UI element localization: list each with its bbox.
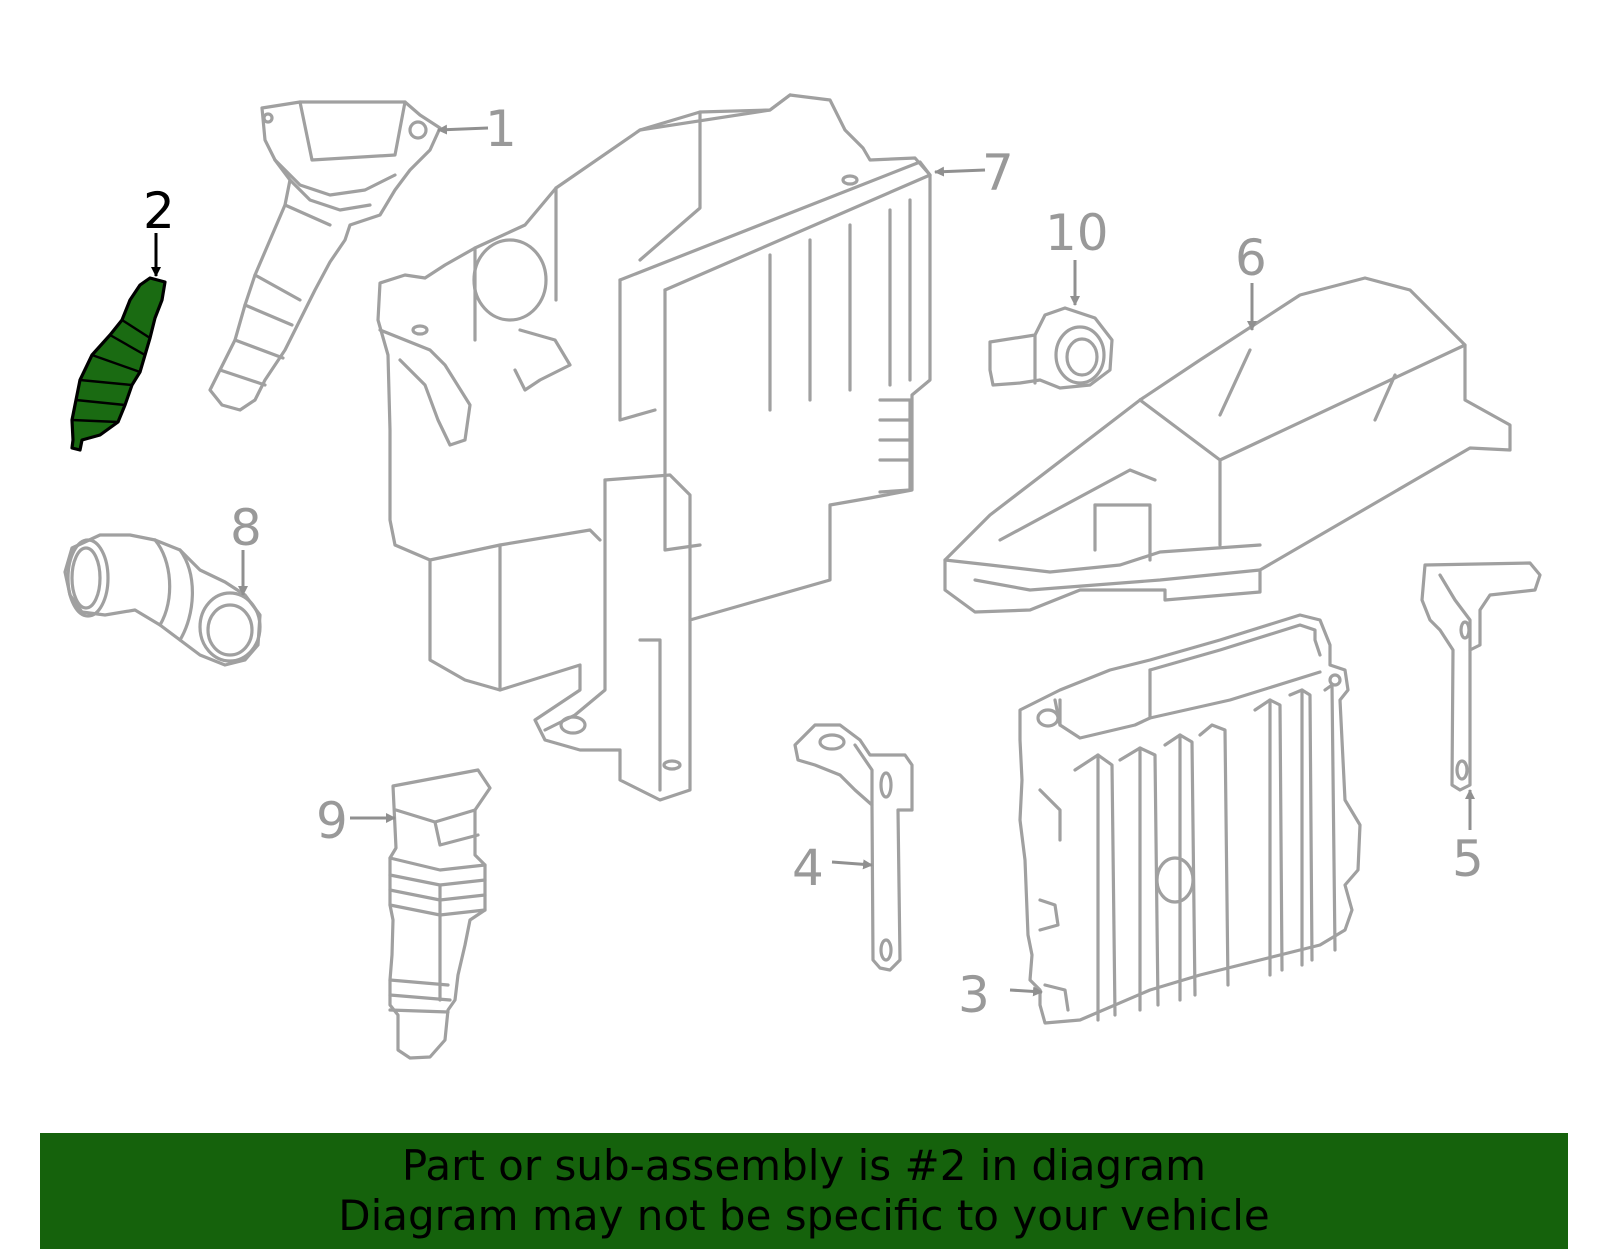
callout-10[interactable]: 10 bbox=[1045, 204, 1109, 262]
part-10-sensor[interactable] bbox=[988, 306, 1114, 390]
callout-8[interactable]: 8 bbox=[230, 499, 262, 557]
arrow-3 bbox=[1009, 986, 1043, 997]
callout-arrows bbox=[151, 124, 1475, 997]
part-2-spark-plug[interactable] bbox=[70, 276, 167, 452]
callout-1[interactable]: 1 bbox=[485, 100, 517, 158]
part-3-control-module[interactable] bbox=[1018, 613, 1362, 1025]
callout-9[interactable]: 9 bbox=[316, 792, 348, 850]
callout-3[interactable]: 3 bbox=[958, 966, 990, 1024]
part-5-bracket[interactable] bbox=[1420, 561, 1542, 792]
part-9-ignition-coil[interactable] bbox=[388, 768, 492, 1060]
callout-numbers: 1 2 3 4 5 6 7 8 9 10 bbox=[143, 100, 1484, 1024]
callout-4[interactable]: 4 bbox=[792, 839, 824, 897]
part-8-intake-duct[interactable] bbox=[63, 533, 262, 667]
arrow-7 bbox=[934, 166, 986, 177]
callout-2[interactable]: 2 bbox=[143, 182, 175, 240]
part-6-air-cleaner-cover[interactable] bbox=[943, 276, 1512, 614]
arrow-1 bbox=[437, 124, 489, 135]
part-4-bracket[interactable] bbox=[793, 723, 914, 972]
part-7-air-cleaner-box[interactable] bbox=[376, 93, 932, 802]
part-1-ignition-coil[interactable] bbox=[208, 100, 442, 412]
arrow-4 bbox=[831, 859, 873, 870]
info-banner: Part or sub-assembly is #2 in diagram Di… bbox=[40, 1133, 1568, 1249]
banner-line-1: Part or sub-assembly is #2 in diagram bbox=[401, 1141, 1207, 1190]
callout-5[interactable]: 5 bbox=[1452, 830, 1484, 888]
callout-7[interactable]: 7 bbox=[982, 144, 1014, 202]
banner-line-2: Diagram may not be specific to your vehi… bbox=[338, 1191, 1270, 1240]
callout-6[interactable]: 6 bbox=[1235, 229, 1267, 287]
